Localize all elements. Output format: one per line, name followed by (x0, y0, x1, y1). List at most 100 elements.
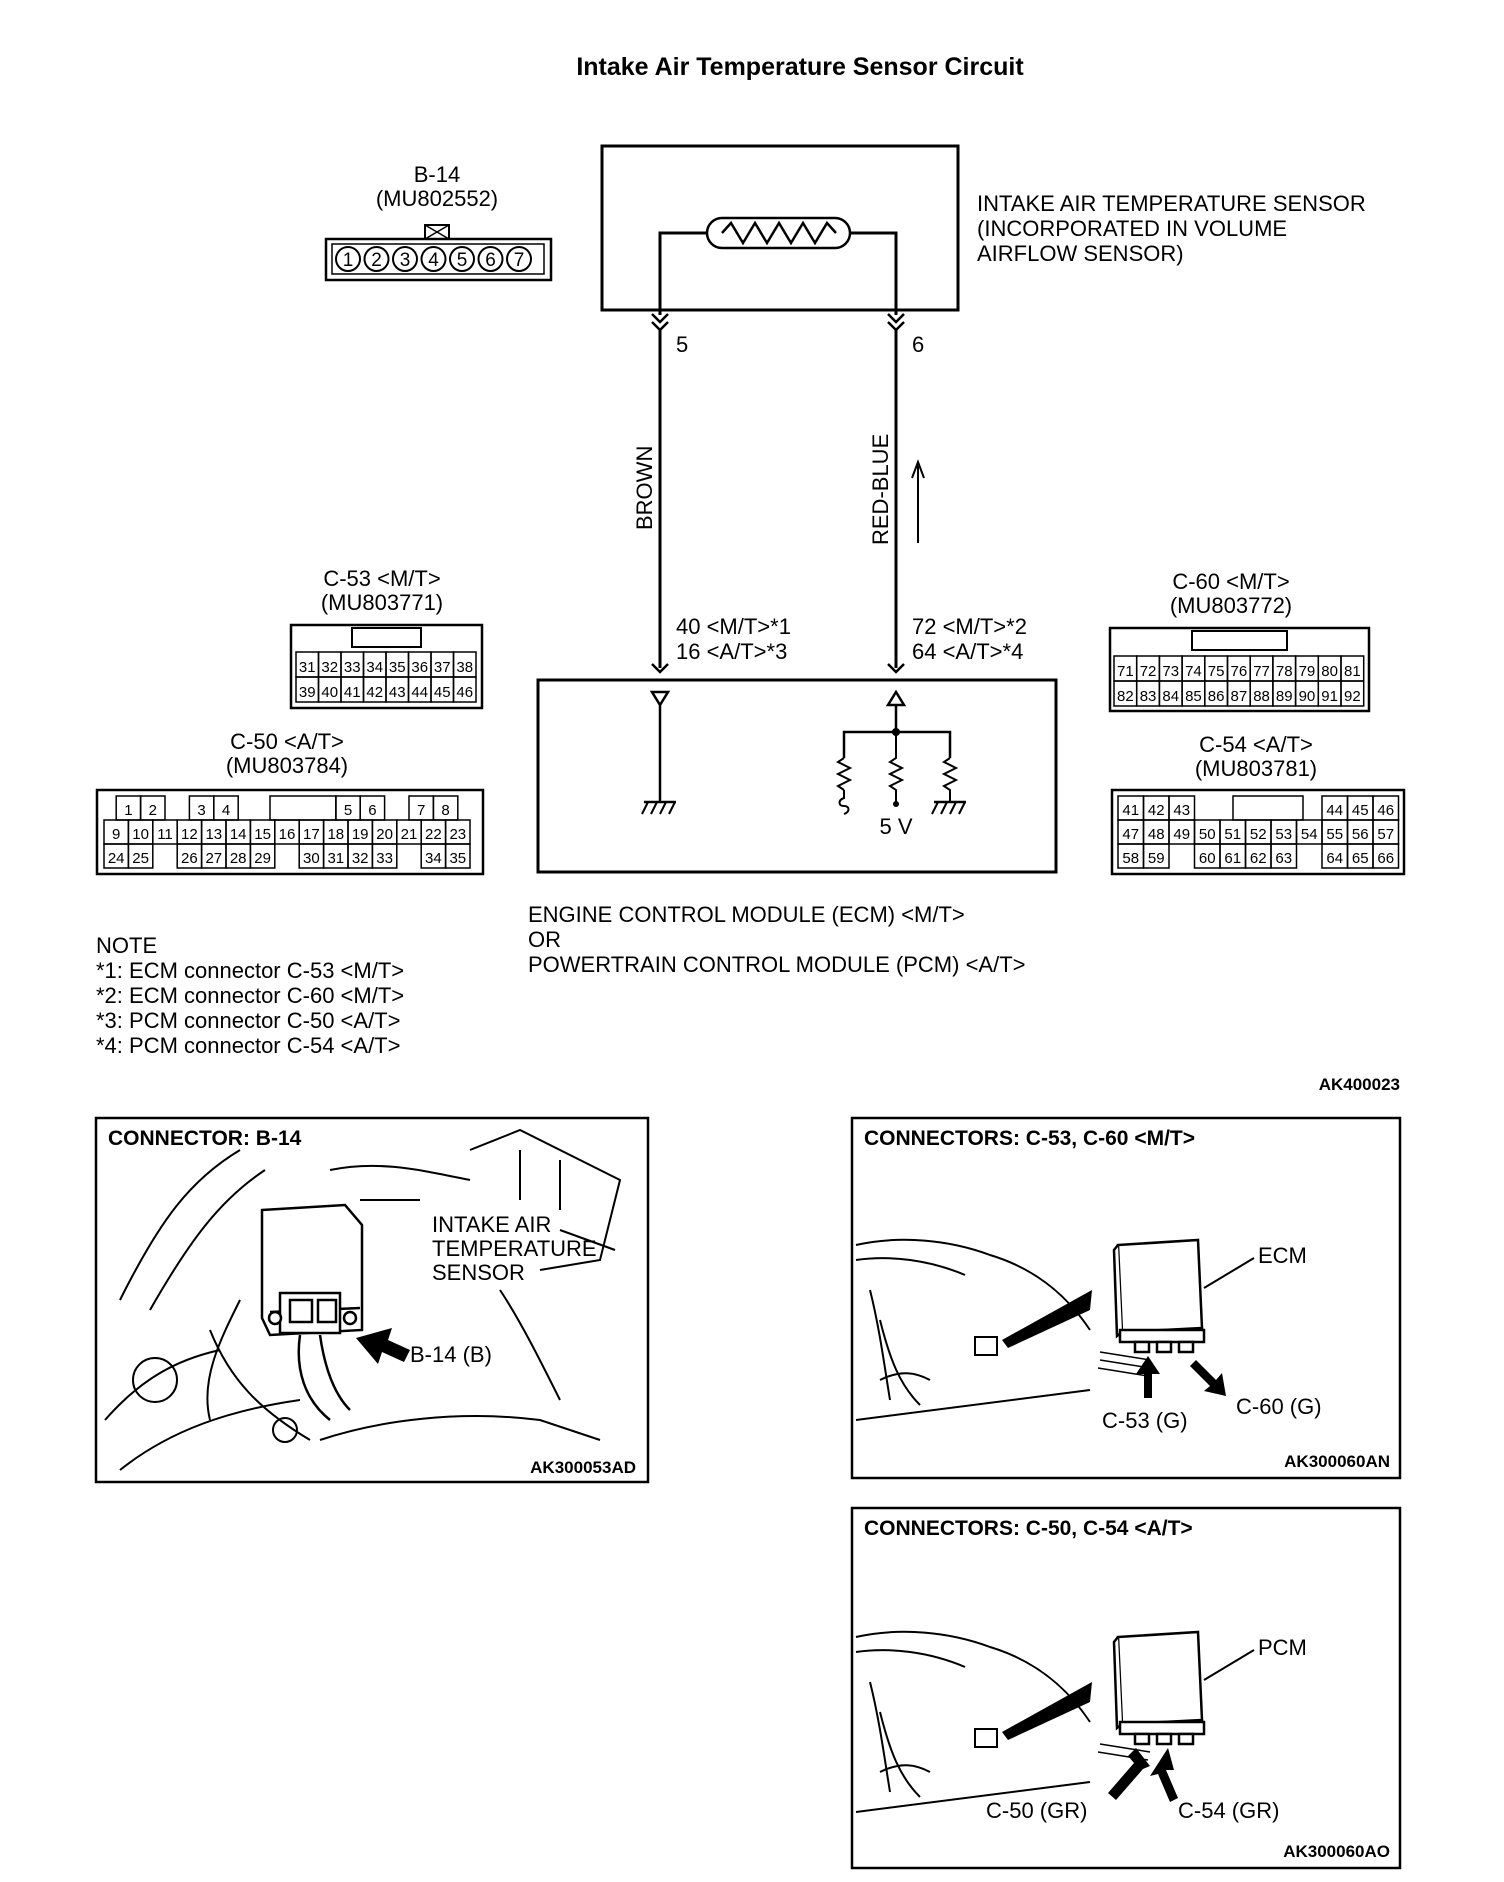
c53-pin-label: 41 (344, 684, 361, 701)
c50-cavity (249, 843, 276, 869)
c54-pin-label: 52 (1250, 826, 1267, 843)
ecm-input-right-icon (885, 689, 907, 707)
c50-pin-label: 22 (425, 826, 442, 843)
c50-pin-label: 13 (205, 826, 222, 843)
b14-pin-label: 1 (343, 250, 354, 271)
c60-pin-label: 77 (1253, 663, 1270, 680)
sensor-label-line-2: (INCORPORATED IN VOLUME (977, 216, 1287, 241)
c53-pin-label: 44 (411, 684, 428, 701)
diagram-code: AK400023 (1319, 1075, 1400, 1094)
c53-pin-label: 45 (434, 684, 451, 701)
panel-mt-callout-right: C-60 (G) (1236, 1394, 1322, 1419)
c60-name: C-60 <M/T> (1172, 569, 1289, 594)
location-pointer-mt (1002, 1290, 1092, 1348)
c54-pin-label: 46 (1377, 802, 1394, 819)
c54-pin-label: 59 (1148, 850, 1165, 867)
panel-b14-title: CONNECTOR: B-14 (108, 1127, 302, 1150)
sensor-pin-6-marker (887, 313, 905, 324)
c53-pin-label: 39 (299, 684, 316, 701)
resistor-zigzag (721, 220, 837, 246)
note-line-2: *2: ECM connector C-60 <M/T> (96, 983, 404, 1008)
c54-pin-label: 65 (1352, 850, 1369, 867)
panel-mt-callout-left: C-53 (G) (1102, 1408, 1188, 1433)
c50-pin-label: 31 (327, 850, 344, 867)
c50-pin-label: 34 (425, 850, 442, 867)
c50-pin-label: 9 (112, 826, 120, 843)
c60-pin-label: 75 (1208, 663, 1225, 680)
b14-latch-icon (424, 224, 450, 240)
c50-pin-label: 16 (279, 826, 296, 843)
c60-pin-label: 81 (1344, 663, 1361, 680)
c60-pin-label: 82 (1117, 688, 1134, 705)
c50-pin-label: 25 (132, 850, 149, 867)
panel-mt-title: CONNECTORS: C-53, C-60 <M/T> (864, 1127, 1195, 1150)
c54-pin-label: 55 (1326, 826, 1343, 843)
b14-pin (335, 246, 361, 272)
c60-part-number: (MU803772) (1170, 593, 1292, 618)
c60-pin-label: 83 (1140, 688, 1157, 705)
note-line-3: *3: PCM connector C-50 <A/T> (96, 1008, 400, 1033)
b14-pin-label: 2 (371, 250, 382, 271)
c60-pin-label: 92 (1344, 688, 1361, 705)
sensor-internal-wire-left (658, 231, 707, 315)
c53-pin-label: 40 (321, 684, 338, 701)
c60-pin-label: 73 (1162, 663, 1179, 680)
note-heading: NOTE (96, 933, 157, 958)
b14-part-number: (MU802552) (376, 186, 498, 211)
c54-cavity (1270, 843, 1298, 869)
pcm-unit-illustration (1097, 1630, 1206, 1761)
c60-frame (1108, 626, 1371, 713)
b14-pin (449, 246, 475, 272)
c54-cavity (1142, 843, 1170, 869)
c50-pin-label: 30 (303, 850, 320, 867)
c60-pin-label: 74 (1185, 663, 1202, 680)
c60-pin-label: 87 (1231, 688, 1248, 705)
panel-mt-code: AK300060AN (1284, 1452, 1390, 1471)
c50-pin-label: 35 (449, 850, 466, 867)
c54-part-number: (MU803781) (1195, 756, 1317, 781)
c50-callout-arrow (1108, 1748, 1150, 1800)
c50-cavity (127, 843, 154, 869)
c54-pin-label: 60 (1199, 850, 1216, 867)
c54-name: C-54 <A/T> (1199, 732, 1313, 757)
c54-pin-label: 44 (1326, 802, 1343, 819)
c50-pin-label: 32 (352, 850, 369, 867)
ecm-pin-left-mt: 40 <M/T>*1 (676, 614, 791, 639)
ecm-box (536, 678, 1058, 874)
c60-pin-label: 86 (1208, 688, 1225, 705)
c50-frame (95, 788, 485, 876)
panel-at-code: AK300060AO (1283, 1842, 1390, 1861)
c54-cavity (1372, 843, 1400, 869)
wire-right-color-label: RED-BLUE (868, 434, 893, 545)
sensor-pin-5-label: 5 (676, 332, 688, 357)
c53-pin-label: 33 (344, 659, 361, 676)
b14-pin-label: 4 (428, 250, 439, 271)
c60-pin-label: 88 (1253, 688, 1270, 705)
c54-pin-label: 48 (1148, 826, 1165, 843)
c54-pin-label: 49 (1173, 826, 1190, 843)
c60-callout-arrow (1190, 1360, 1226, 1396)
wire-left-color-label: BROWN (632, 446, 657, 530)
c53-pin-label: 32 (321, 659, 338, 676)
c54-callout-arrow (1150, 1748, 1178, 1802)
location-pointer-at (1002, 1682, 1092, 1740)
b14-pin-label: 5 (457, 250, 468, 271)
pull-up-resistors (835, 732, 959, 802)
c54-pin-label: 66 (1377, 850, 1394, 867)
sensor-pin-5-marker (651, 313, 669, 324)
c50-pin-label: 24 (108, 850, 125, 867)
c53-frame (289, 623, 484, 710)
c50-pin-label: 8 (441, 802, 449, 819)
c54-pin-label: 50 (1199, 826, 1216, 843)
sensor-pin-6-label: 6 (912, 332, 924, 357)
c54-pin-label: 54 (1301, 826, 1318, 843)
c54-pin-label: 64 (1326, 850, 1343, 867)
c50-name: C-50 <A/T> (230, 729, 344, 754)
c60-pin-label: 71 (1117, 663, 1134, 680)
c50-pin-label: 7 (417, 802, 425, 819)
c50-pin-label: 5 (344, 802, 352, 819)
c53-key (351, 627, 422, 648)
